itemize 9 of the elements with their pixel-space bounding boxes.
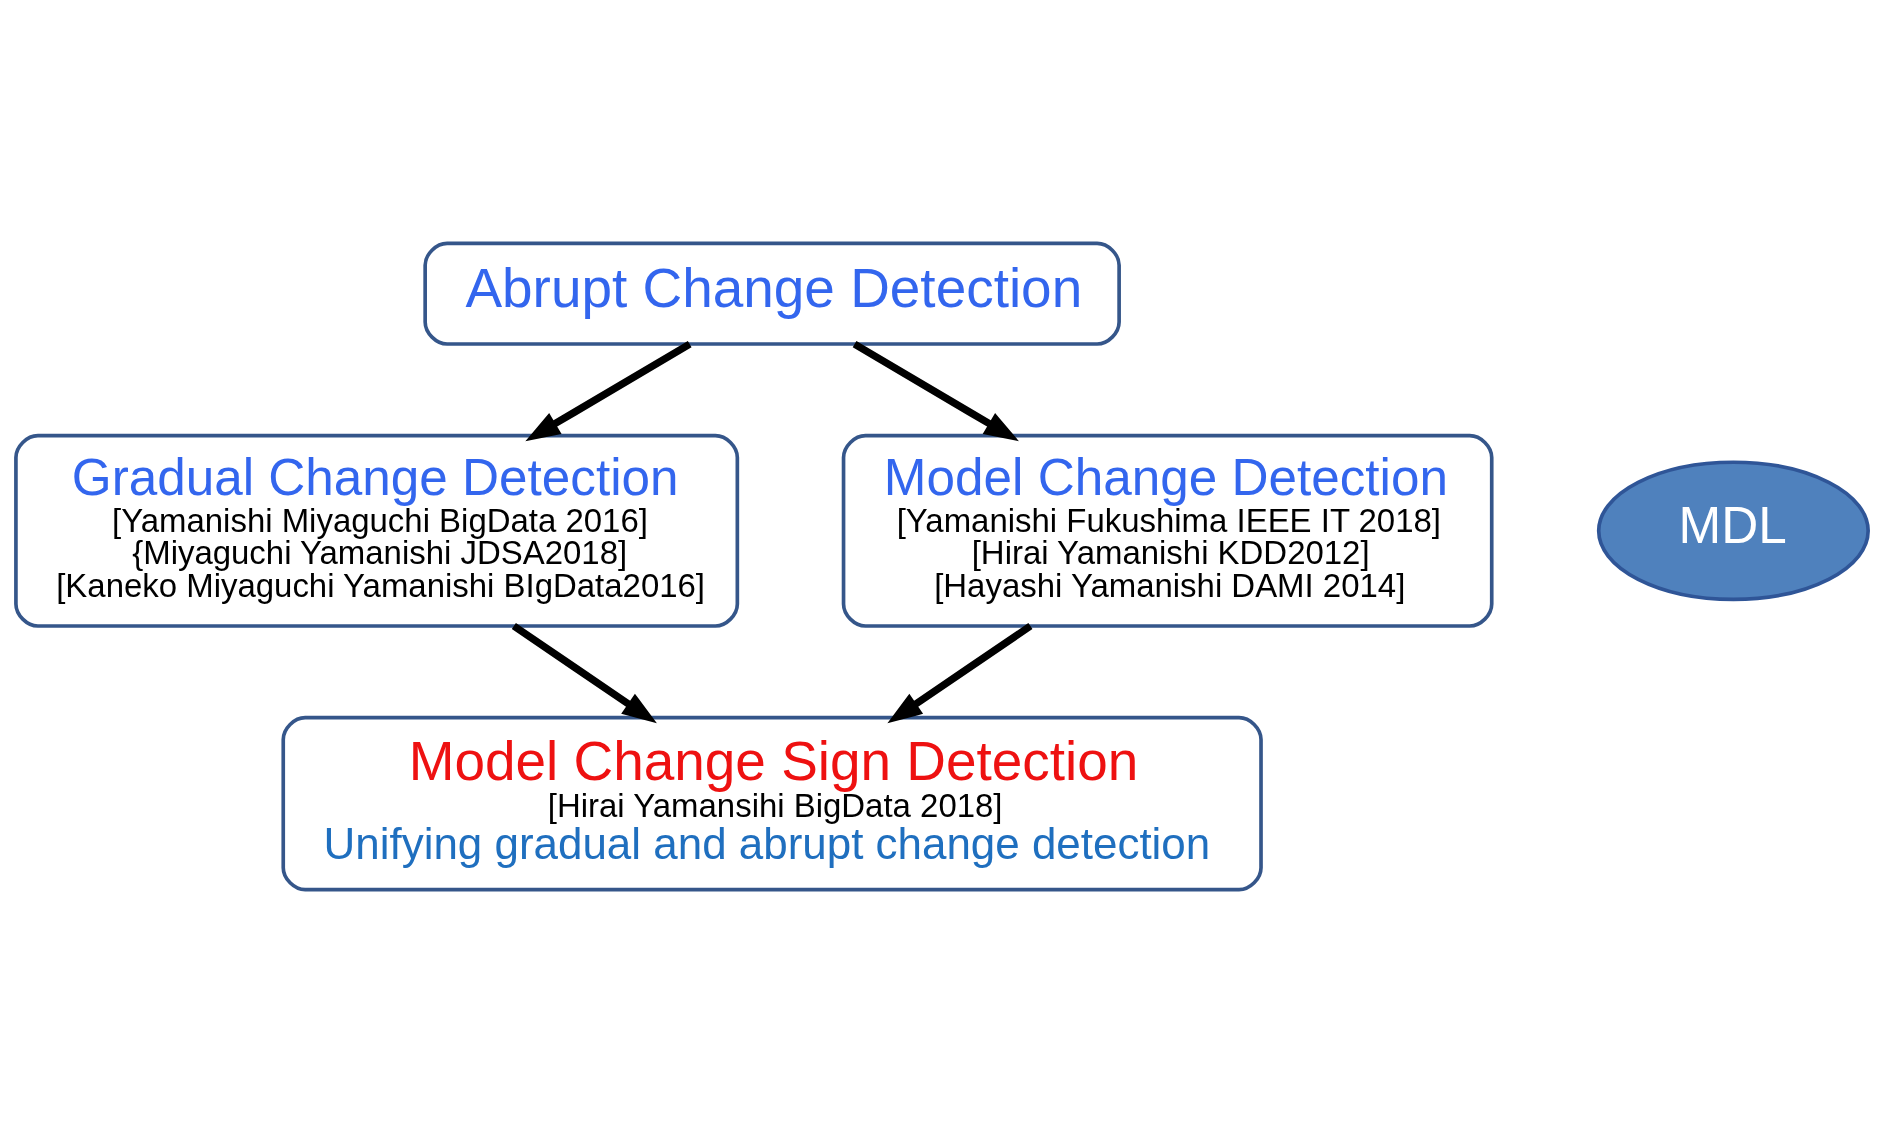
node-box: Gradual Change Detection [Yamanishi Miyaguchi BigData 2016] {Miyaguchi Yamanishi JDSA2018] [Kaneko Miyaguchi Yamanishi BIgData2016] [14,433,740,628]
node-ellipse: MDL [1596,459,1870,601]
arrow [511,622,657,723]
node-box: Abrupt Change Detection [423,241,1121,346]
arrow [525,340,692,441]
arrow [852,340,1019,441]
node-box: Model Change Sign Detection [Hirai Yamansihi BigData 2018] Unifying gradual and abrupt change detection [281,715,1263,891]
node-box: Model Change Detection [Yamanishi Fukushima IEEE IT 2018] [Hirai Yamanishi KDD2012] [Hayashi Yamanishi DAMI 2014] [841,433,1494,628]
arrow [887,622,1033,723]
